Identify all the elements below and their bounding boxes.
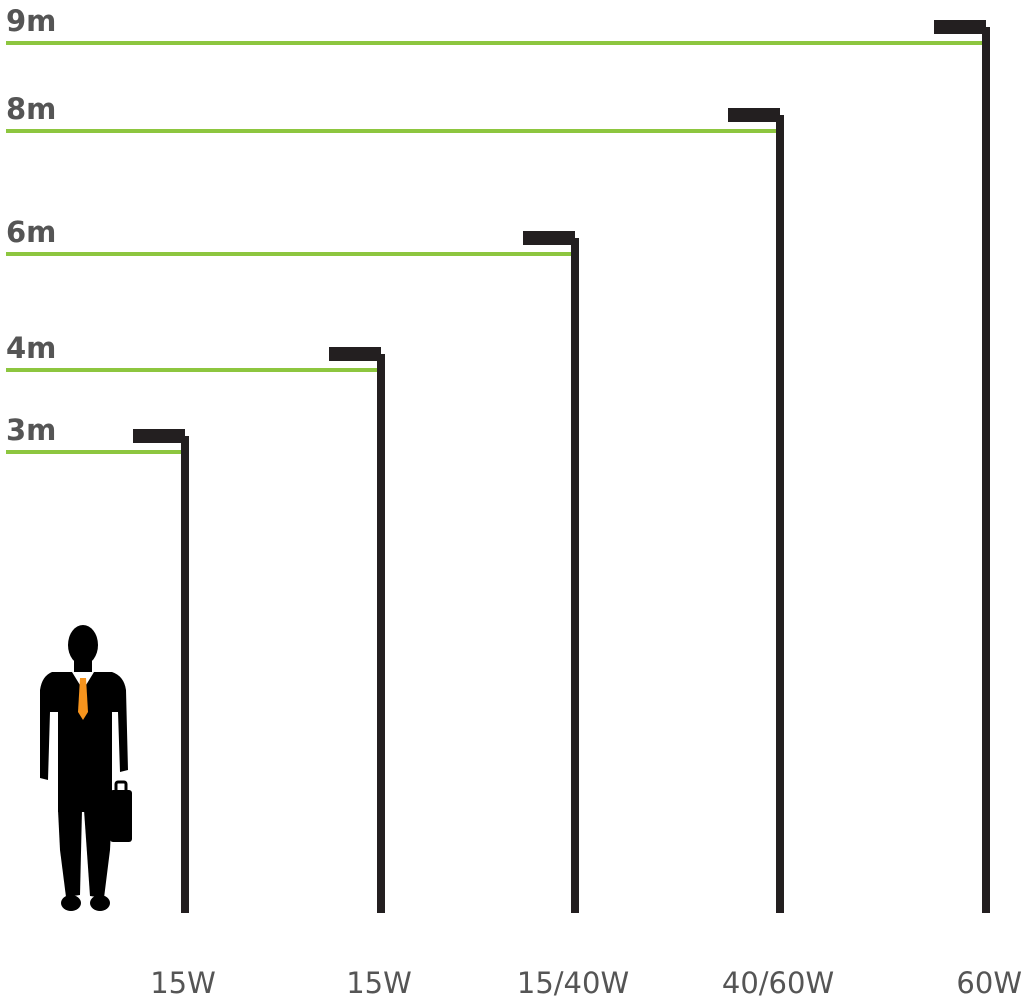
street-light-head-icon bbox=[523, 231, 575, 245]
height-label: 9m bbox=[6, 4, 56, 38]
height-label: 6m bbox=[6, 215, 56, 249]
street-light-head-icon bbox=[133, 429, 185, 443]
tie-icon bbox=[78, 678, 88, 720]
pole-shaft bbox=[377, 354, 385, 913]
street-light-head-icon bbox=[329, 347, 381, 361]
height-label: 8m bbox=[6, 92, 56, 126]
wattage-label: 15W bbox=[346, 966, 412, 999]
wattage-label: 60W bbox=[956, 966, 1022, 999]
wattage-label: 40/60W bbox=[722, 966, 834, 999]
poles-group bbox=[6, 20, 990, 913]
businessman-with-briefcase-icon bbox=[40, 625, 132, 911]
street-light-head-icon bbox=[728, 108, 780, 122]
pole-shaft bbox=[571, 238, 579, 913]
pole-shaft bbox=[776, 115, 784, 913]
wattage-label: 15W bbox=[150, 966, 216, 999]
labels-group: 3m 15W 4m 15W 6m 15/40W 8m 40/60W 9m 60W bbox=[6, 4, 1022, 999]
pole-shaft bbox=[982, 27, 990, 913]
height-label: 3m bbox=[6, 413, 56, 447]
height-label: 4m bbox=[6, 331, 56, 365]
pole-shaft bbox=[181, 436, 189, 913]
street-light-head-icon bbox=[934, 20, 986, 34]
wattage-label: 15/40W bbox=[517, 966, 629, 999]
